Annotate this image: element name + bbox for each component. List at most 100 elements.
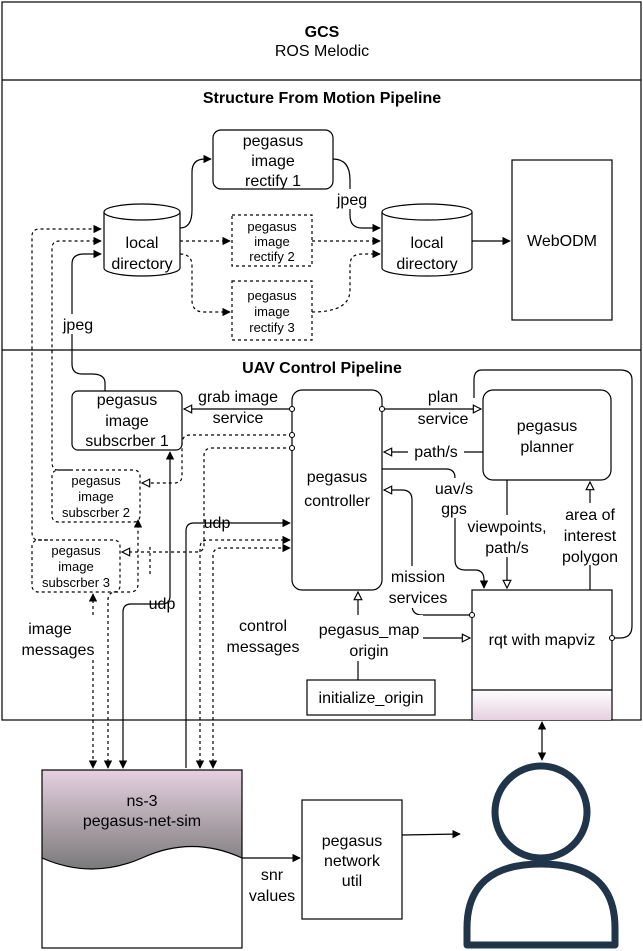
edge-dir-to-rectify1 <box>179 154 212 229</box>
subscriber-3-node: pegasus image subscrber 3 <box>31 539 121 593</box>
path-label: path/s <box>414 444 458 461</box>
uav-title: UAV Control Pipeline <box>242 360 402 377</box>
webodm-node: WebODM <box>511 159 613 321</box>
rectify-3-line3: rectify 3 <box>249 320 295 335</box>
initialize-origin-label: initialize_origin <box>319 690 424 707</box>
mission-line1: mission <box>391 569 445 586</box>
subscriber-1-node: pegasus image subscrber 1 <box>71 390 183 451</box>
network-util-node: pegasus network util <box>301 799 403 920</box>
local-directory-right: local directory <box>381 203 473 277</box>
webodm-label: WebODM <box>527 233 597 250</box>
plan-service-line1: plan <box>428 389 458 406</box>
edge-dir-to-rectify3 <box>179 253 231 317</box>
edge-rectify1-to-dir <box>332 158 381 233</box>
image-msg-line2: messages <box>22 642 95 659</box>
rectify-1-node: pegasus image rectify 1 <box>212 129 334 190</box>
udp-label-controller: udp <box>204 515 231 532</box>
rectify-2-line3: rectify 2 <box>249 249 295 264</box>
area-bg <box>555 503 627 565</box>
subscriber-2-line3: subscrber 2 <box>62 505 130 520</box>
mission-bg <box>383 566 453 608</box>
viewpoints-line1: viewpoints, <box>467 519 546 536</box>
rectify-1-line2: image <box>251 153 295 170</box>
local-directory-left-line2: directory <box>111 256 172 273</box>
map-origin-line2: origin <box>349 643 388 660</box>
rectify-1-line3: rectify 1 <box>245 173 301 190</box>
edge-control-msg-2 <box>208 543 291 769</box>
viewpoints-line2: path/s <box>485 540 529 557</box>
udp-label-subscriber: udp <box>149 596 176 613</box>
edge-rqt-plan-loop <box>473 369 633 642</box>
rectify-2-line1: pegasus <box>247 219 297 234</box>
control-msg-bg <box>222 614 304 656</box>
rectify-1-line1: pegasus <box>243 133 304 150</box>
network-util-line3: util <box>342 873 362 890</box>
user-icon <box>463 762 619 949</box>
subscriber-1-line1: pegasus <box>97 392 158 409</box>
controller-line1: pegasus <box>307 469 368 486</box>
edge-udp-controller <box>185 518 291 768</box>
grab-image-line2: service <box>213 410 264 427</box>
controller-line2: controller <box>304 493 370 510</box>
rqt-mapviz-node: rqt with mapviz <box>471 589 613 721</box>
subscriber-2-node: pegasus image subscrber 2 <box>51 469 141 523</box>
snr-line2: values <box>249 888 295 905</box>
netsim-line2: pegasus-net-sim <box>83 813 201 830</box>
area-line3: polygon <box>562 549 618 566</box>
local-directory-right-line2: directory <box>396 256 457 273</box>
network-util-line1: pegasus <box>322 833 383 850</box>
subscriber-3-line1: pegasus <box>51 543 101 558</box>
netsim-line1: ns-3 <box>126 793 157 810</box>
viewpoints-bg <box>463 515 553 557</box>
jpeg-label-sfm: jpeg <box>336 192 367 209</box>
planner-node: pegasus planner <box>482 389 612 481</box>
rectify-3-line1: pegasus <box>247 288 297 303</box>
controller-node: pegasus controller <box>291 389 383 591</box>
plan-service-line2: service <box>418 411 469 428</box>
jpeg-label-uav: jpeg <box>62 317 93 334</box>
initialize-origin-node: initialize_origin <box>306 679 436 716</box>
uav-gps-line1: uav/s <box>435 481 473 498</box>
edge-image-msg-2 <box>103 519 143 769</box>
area-line1: area of <box>565 507 615 524</box>
path-label-bg <box>408 440 464 460</box>
jpeg-label-bg <box>332 189 372 209</box>
network-util-line2: network <box>324 853 381 870</box>
image-msg-bg <box>20 617 100 659</box>
snr-line1: snr <box>261 867 284 884</box>
area-line2: interest <box>564 528 617 545</box>
edge-mission-services <box>384 490 472 615</box>
map-origin-line1: pegasus_map <box>319 622 420 639</box>
subscriber-2-line1: pegasus <box>71 473 121 488</box>
rectify-3-line2: image <box>254 304 289 319</box>
rectify-2-node: pegasus image rectify 2 <box>231 214 313 267</box>
grab-image-line1: grab image <box>198 389 278 406</box>
subscriber-3-line2: image <box>58 559 93 574</box>
sfm-title: Structure From Motion Pipeline <box>203 90 441 107</box>
image-msg-line1: image <box>28 621 72 638</box>
planner-line2: planner <box>520 439 574 456</box>
rectify-2-line2: image <box>254 234 289 249</box>
gcs-title: GCS <box>305 24 340 41</box>
edge-subscriber1-to-dir <box>71 249 106 391</box>
edge-subscriber2-to-dir <box>51 236 102 471</box>
control-msg-line2: messages <box>227 639 300 656</box>
planner-line1: pegasus <box>517 418 578 435</box>
rectify-3-node: pegasus image rectify 3 <box>231 280 313 341</box>
subscriber-3-line3: subscrber 3 <box>42 575 110 590</box>
map-origin-bg <box>313 615 423 661</box>
subscriber-1-line2: image <box>105 413 149 430</box>
subscriber-1-line3: subscrber 1 <box>85 433 169 450</box>
gcs-subtitle: ROS Melodic <box>275 43 369 60</box>
subscriber-2-line2: image <box>78 489 113 504</box>
edge-util-to-user <box>401 829 461 839</box>
rqt-label: rqt with mapviz <box>489 632 596 649</box>
local-directory-left: local directory <box>103 203 181 277</box>
edge-rectify3-to-dir <box>311 249 381 313</box>
edge-subscriber3-to-dir <box>31 224 102 541</box>
local-directory-left-line1: local <box>126 235 159 252</box>
mission-line2: services <box>389 590 448 607</box>
control-msg-line1: control <box>239 618 287 635</box>
netsim-node: ns-3 pegasus-net-sim <box>41 769 243 949</box>
